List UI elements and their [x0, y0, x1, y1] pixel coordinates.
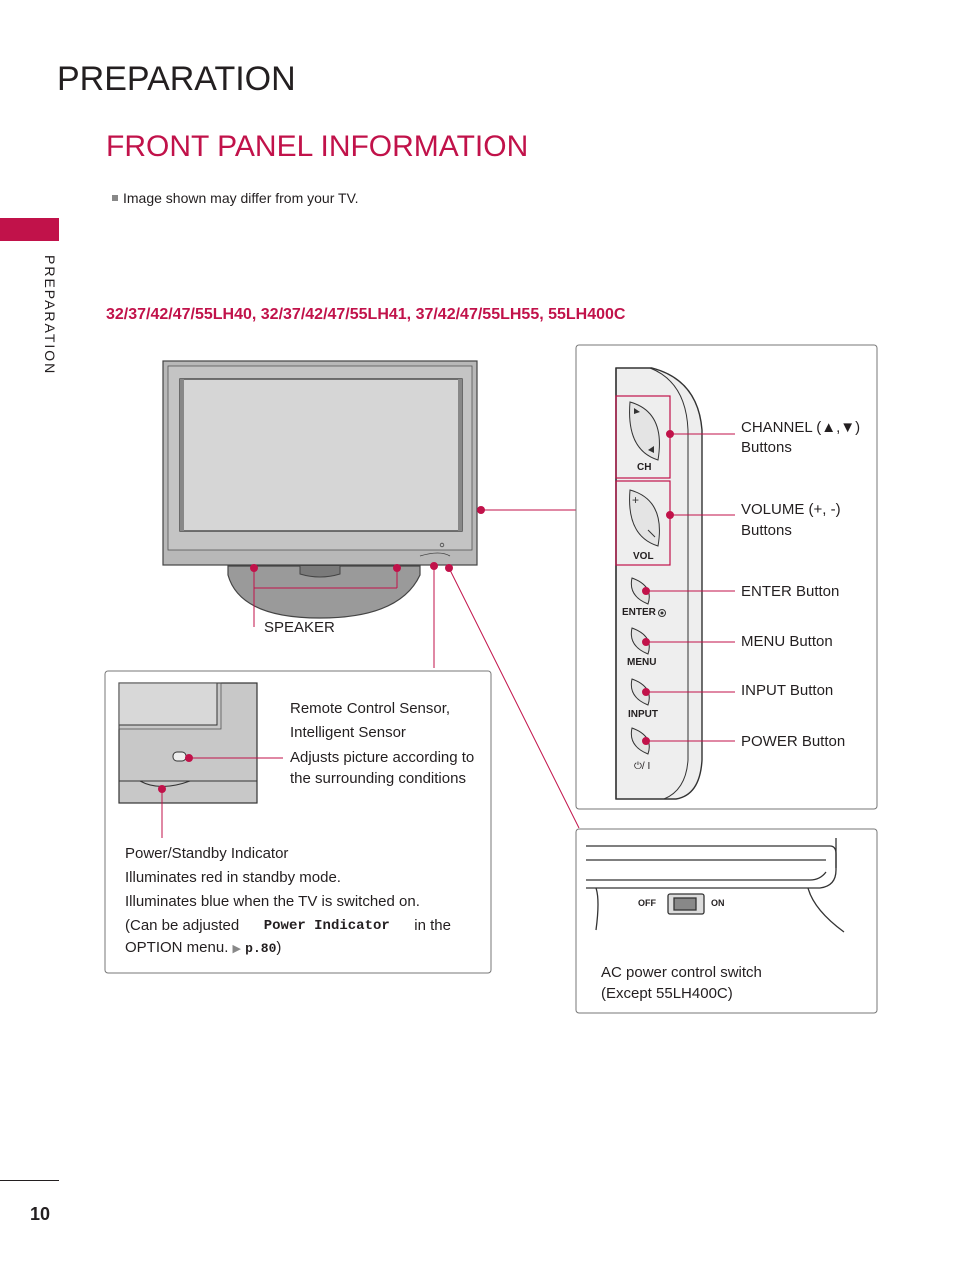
sensor-illustration [118, 682, 258, 804]
model-line: 32/37/42/47/55LH40, 32/37/42/47/55LH41, … [106, 306, 626, 323]
section-title: FRONT PANEL INFORMATION [106, 130, 529, 163]
switch-caption-line2: (Except 55LH400C) [601, 985, 733, 1002]
indicator-text: Power/Standby Indicator Illuminates red … [125, 842, 451, 959]
indicator-line1: Illuminates red in standby mode. [125, 869, 341, 886]
panel-text-power: ⏻/ I [634, 761, 651, 772]
channel-label-line2: Buttons [741, 439, 792, 456]
panel-text-enter: ENTER [622, 607, 656, 618]
panel-text-menu: MENU [627, 657, 657, 668]
footer-rule [0, 1180, 59, 1181]
sensor-title: Remote Control Sensor, Intelligent Senso… [290, 697, 450, 745]
panel-text-vol: VOL [633, 551, 654, 562]
sensor-desc-line1: Adjusts picture according to [290, 749, 475, 766]
switch-on-label: ON [711, 898, 725, 908]
indicator-line2: Illuminates blue when the TV is switched… [125, 893, 420, 910]
side-panel-illustration: + [615, 367, 703, 800]
sensor-title-line2: Intelligent Sensor [290, 724, 406, 741]
switch-caption-line1: AC power control switch [601, 964, 762, 981]
indicator-line4: OPTION menu. ▶ p.80) [125, 938, 451, 959]
menu-button-label: MENU Button [741, 633, 833, 650]
side-tab-label: PREPARATION [42, 255, 58, 376]
enter-button-label: ENTER Button [741, 583, 840, 600]
indicator-title: Power/Standby Indicator [125, 845, 289, 862]
channel-label-line1: CHANNEL (▲,▼) [741, 419, 861, 436]
channel-buttons-label: CHANNEL (▲,▼) Buttons [741, 418, 860, 458]
volume-buttons-label: VOLUME (+, -) Buttons [741, 499, 841, 541]
sensor-leaders [158, 754, 283, 838]
switch-caption: AC power control switch (Except 55LH400C… [601, 962, 762, 1004]
switch-off-label: OFF [638, 898, 656, 908]
speaker-label: SPEAKER [264, 619, 335, 636]
volume-label-line2: Buttons [741, 522, 792, 539]
indicator-line4-pre: OPTION menu. [125, 939, 229, 956]
indicator-line3-code: Power Indicator [263, 918, 390, 934]
indicator-line3: (Can be adjusted Power Indicator in the [125, 914, 451, 938]
bullet-square-icon [112, 195, 118, 201]
note-text: Image shown may differ from your TV. [123, 190, 359, 206]
page-ref-link[interactable]: p.80 [245, 941, 277, 956]
indicator-line4-post: ) [276, 939, 282, 956]
svg-text:+: + [632, 493, 639, 507]
indicator-line3-post: in the [414, 917, 451, 934]
panel-text-ch: CH [637, 462, 652, 473]
speaker-leaders [250, 506, 580, 829]
side-panel-leaders [642, 430, 735, 745]
sensor-description: Adjusts picture according to the surroun… [290, 747, 474, 789]
switch-illustration [586, 838, 845, 933]
power-button-label: POWER Button [741, 733, 846, 750]
switch-box [575, 828, 878, 1014]
note: Image shown may differ from your TV. [112, 190, 359, 206]
sensor-title-line1: Remote Control Sensor, [290, 700, 451, 717]
page-header: PREPARATION [57, 60, 296, 98]
input-button-label: INPUT Button [741, 682, 834, 699]
tv-illustration [162, 360, 478, 619]
indicator-line3-pre: (Can be adjusted [125, 917, 240, 934]
page-number: 10 [30, 1204, 51, 1224]
volume-label-line1: VOLUME (+, -) [741, 501, 841, 518]
triangle-right-icon: ▶ [232, 943, 241, 955]
sensor-desc-line2: the surrounding conditions [290, 770, 466, 787]
panel-text-input: INPUT [628, 709, 658, 720]
side-tab [0, 218, 59, 241]
